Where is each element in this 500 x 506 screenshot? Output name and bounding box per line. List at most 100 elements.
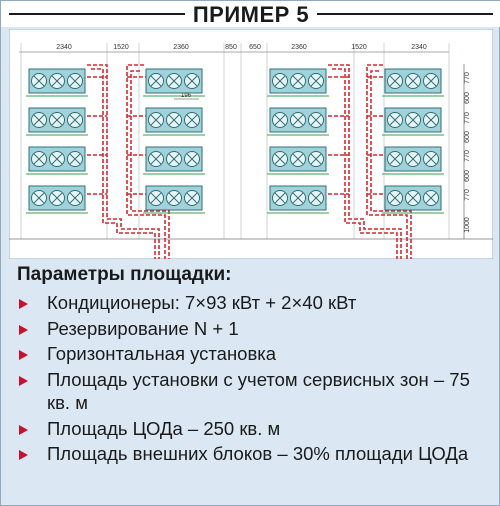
fan-blade [33, 75, 45, 87]
params-item-text: Площадь внешних блоков – 30% площади ЦОД… [47, 443, 469, 464]
page-title: ПРИМЕР 5 [184, 2, 318, 27]
pipe [366, 64, 408, 259]
dimension-labels-top: 2340 1520 2360 850 650 2360 1520 2340 [56, 44, 427, 51]
params-item: Площадь внешних блоков – 30% площади ЦОД… [17, 442, 493, 466]
fan-blade [168, 192, 180, 204]
dim-label: 850 [225, 44, 237, 51]
pipe [328, 64, 402, 259]
title-wrap: ПРИМЕР 5 [1, 2, 500, 28]
dim-label: 2360 [173, 44, 189, 51]
dim-label: 1000 [464, 217, 471, 233]
params-item: Кондиционеры: 7×93 кВт + 2×40 кВт [17, 291, 493, 315]
fan-blade [389, 114, 401, 126]
dim-label: 2340 [411, 44, 427, 51]
fan-blade [407, 75, 419, 87]
fan-blade [51, 153, 63, 165]
fan-blade [33, 153, 45, 165]
fan-blade [150, 114, 162, 126]
pipe-label: 196 [181, 93, 192, 99]
fan-blade [186, 192, 198, 204]
fan-blade [292, 75, 304, 87]
fan-blade [69, 192, 81, 204]
site-parameters: Параметры площадки: Кондиционеры: 7×93 к… [17, 263, 493, 468]
fan-blade [168, 153, 180, 165]
fan-blade [186, 114, 198, 126]
fan-blade [51, 75, 63, 87]
fan-blade [150, 153, 162, 165]
fan-blade [292, 153, 304, 165]
fan-blade [69, 75, 81, 87]
pipe [87, 64, 160, 259]
triangle-bullet-icon [19, 375, 28, 386]
pipe [126, 64, 166, 259]
params-list: Кондиционеры: 7×93 кВт + 2×40 кВт Резерв… [17, 291, 493, 466]
dim-label: 1520 [351, 44, 367, 51]
fan-blade [186, 75, 198, 87]
params-item: Горизонтальная установка [17, 342, 493, 366]
fan-blade [310, 192, 322, 204]
fan-blade [389, 153, 401, 165]
params-item-text: Резервирование N + 1 [47, 317, 239, 339]
triangle-bullet-icon [19, 324, 28, 335]
params-item-text: Площадь установки с учетом сервисных зон… [47, 368, 470, 414]
dimension-labels-right: 770 600 770 600 770 600 770 1000 [464, 72, 471, 233]
fan-blade [407, 114, 419, 126]
triangle-bullet-icon [19, 450, 28, 460]
dim-label: 600 [464, 131, 471, 143]
params-item: Резервирование N + 1 [17, 317, 493, 341]
dim-label: 770 [464, 112, 471, 124]
fan-blade [69, 114, 81, 126]
fan-blade [425, 192, 437, 204]
params-item-text: Кондиционеры: 7×93 кВт + 2×40 кВт [47, 292, 357, 313]
fan-blade [389, 75, 401, 87]
triangle-bullet-icon [19, 299, 28, 309]
pipe [332, 68, 398, 259]
fan-blade [292, 192, 304, 204]
triangle-bullet-icon [19, 350, 28, 360]
fan-blade [33, 192, 45, 204]
dim-label: 600 [464, 92, 471, 104]
title-bar: ПРИМЕР 5 [1, 1, 500, 27]
dimension-lines [9, 43, 493, 240]
fan-blade [33, 114, 45, 126]
pipe [370, 70, 412, 259]
fan-blade [186, 153, 198, 165]
fan-blade [51, 114, 63, 126]
fan-blade [150, 192, 162, 204]
fan-blade [168, 75, 180, 87]
params-item: Площадь установки с учетом сервисных зон… [17, 368, 493, 415]
fan-blade [274, 75, 286, 87]
fan-blade [274, 114, 286, 126]
fan-blade [407, 192, 419, 204]
fan-blade [425, 75, 437, 87]
fan-blade [425, 114, 437, 126]
fan-blade [150, 75, 162, 87]
pipe [130, 70, 170, 259]
fan-blade [274, 153, 286, 165]
params-item: Площадь ЦОДа – 250 кв. м [17, 417, 493, 441]
dim-label: 2360 [291, 44, 307, 51]
layout-drawing: 2340 1520 2360 850 650 2360 1520 2340 77… [9, 29, 493, 259]
params-item-text: Площадь ЦОДа – 250 кв. м [47, 417, 281, 439]
fan-blade [292, 114, 304, 126]
fan-blade [310, 75, 322, 87]
fan-blade [69, 153, 81, 165]
fan-blade [310, 114, 322, 126]
fan-blade [407, 153, 419, 165]
dim-label: 650 [249, 44, 261, 51]
params-item-text: Горизонтальная установка [47, 343, 277, 364]
pipe [91, 68, 156, 259]
fan-blade [389, 192, 401, 204]
fan-blade [51, 192, 63, 204]
dim-label: 770 [464, 150, 471, 162]
dim-label: 1520 [113, 44, 129, 51]
fan-blade [310, 153, 322, 165]
triangle-bullet-icon [19, 424, 28, 435]
pipe-routes [87, 64, 412, 259]
fan-blade [274, 192, 286, 204]
drawing-background [9, 29, 493, 259]
fan-blade [425, 153, 437, 165]
params-title: Параметры площадки: [17, 264, 232, 285]
condenser-units [26, 68, 444, 214]
